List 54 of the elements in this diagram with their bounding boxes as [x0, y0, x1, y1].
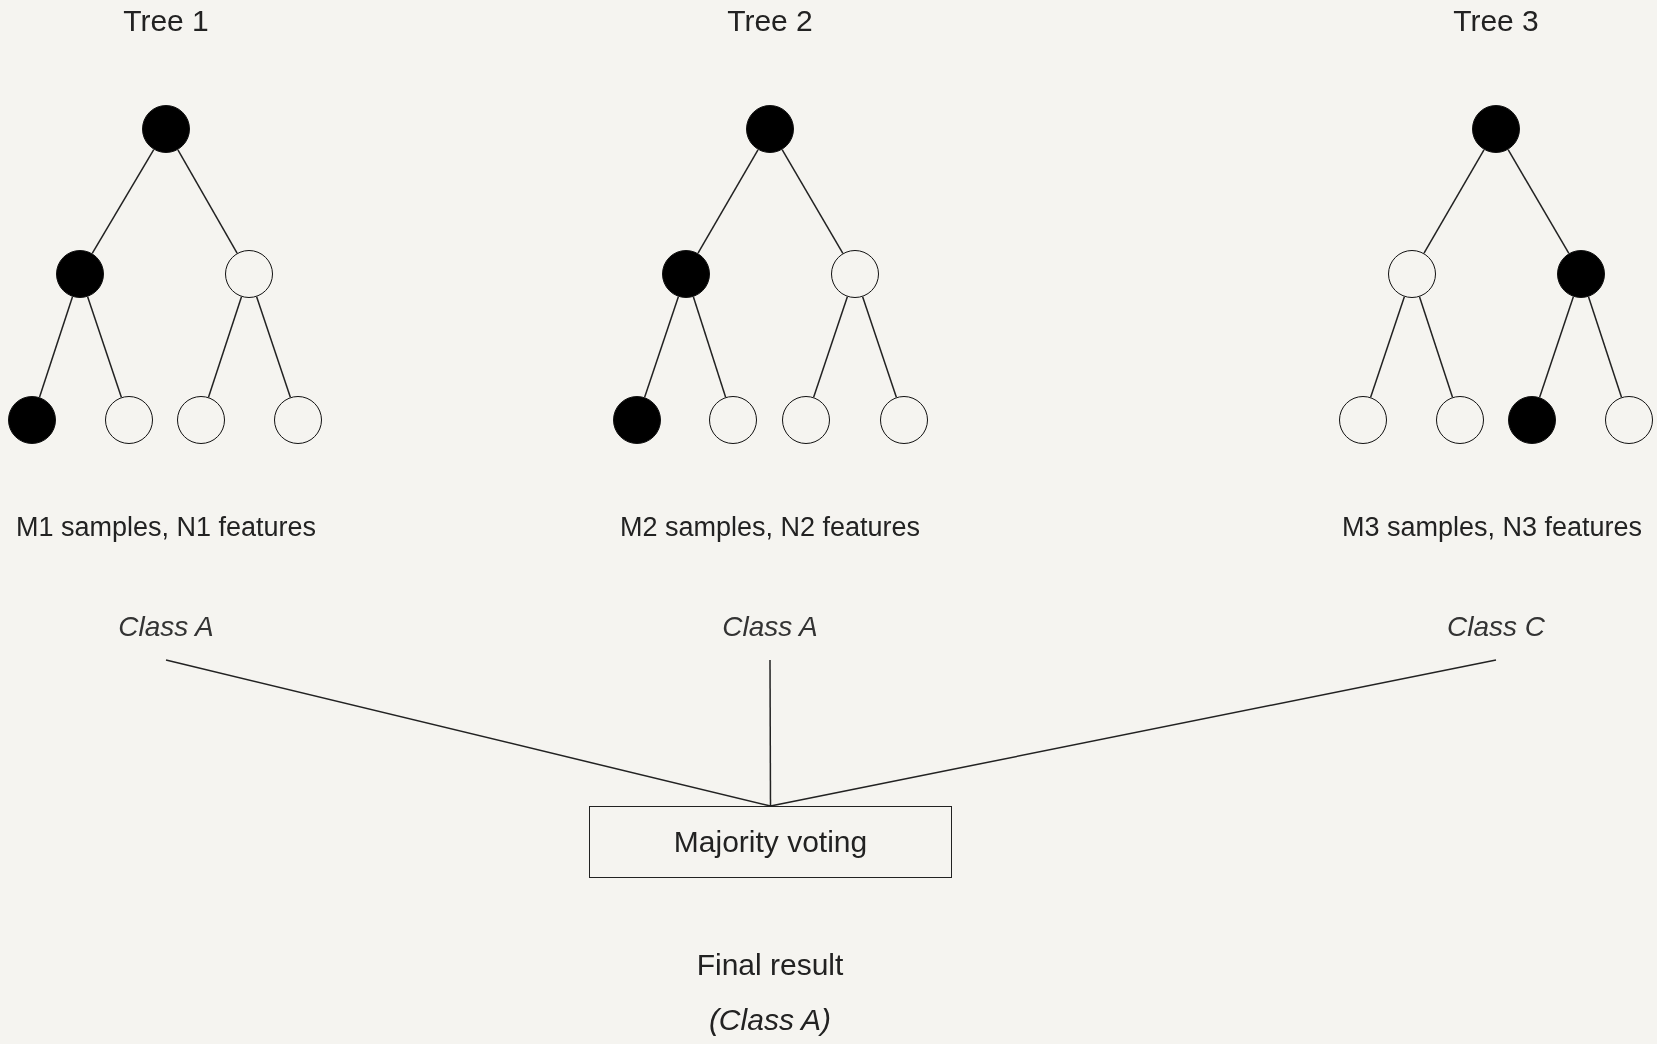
empty-tree-node	[782, 396, 830, 444]
tree-title: Tree 1	[123, 3, 209, 39]
connector-line	[781, 148, 844, 255]
connector-line	[861, 296, 898, 398]
connector-line	[207, 296, 243, 398]
empty-tree-node	[225, 250, 273, 298]
connector-line	[769, 659, 1497, 807]
connector-line	[38, 296, 74, 398]
connector-line	[91, 148, 155, 255]
connector-line	[769, 659, 772, 807]
filled-tree-node	[142, 105, 190, 153]
empty-tree-node	[1339, 396, 1387, 444]
sample-caption: M2 samples, N2 features	[619, 512, 921, 544]
tree-title: Tree 2	[727, 3, 813, 39]
empty-tree-node	[1436, 396, 1484, 444]
empty-tree-node	[1605, 396, 1653, 444]
empty-tree-node	[831, 250, 879, 298]
connector-line	[177, 149, 238, 254]
filled-tree-node	[1472, 105, 1520, 153]
connector-line	[812, 296, 849, 398]
result-text: Final result	[696, 947, 844, 983]
filled-tree-node	[8, 396, 56, 444]
empty-tree-node	[177, 396, 225, 444]
class-prediction: Class A	[118, 610, 214, 660]
connector-line	[697, 149, 759, 254]
empty-tree-node	[105, 396, 153, 444]
filled-tree-node	[613, 396, 661, 444]
connector-line	[1507, 148, 1570, 255]
filled-tree-node	[746, 105, 794, 153]
result-text: (Class A)	[708, 1002, 832, 1038]
connector-line	[1587, 296, 1623, 398]
connector-line	[692, 296, 727, 398]
empty-tree-node	[1388, 250, 1436, 298]
connector-line	[1423, 149, 1485, 254]
empty-tree-node	[880, 396, 928, 444]
filled-tree-node	[1557, 250, 1605, 298]
class-prediction: Class C	[1447, 610, 1545, 660]
connector-line	[643, 296, 680, 398]
sample-caption: M1 samples, N1 features	[15, 512, 317, 544]
empty-tree-node	[709, 396, 757, 444]
connector-line	[255, 296, 292, 398]
connector-line	[1538, 296, 1575, 398]
filled-tree-node	[1508, 396, 1556, 444]
sample-caption: M3 samples, N3 features	[1341, 512, 1643, 544]
tree-title: Tree 3	[1453, 3, 1539, 39]
connector-line	[1418, 296, 1454, 398]
connector-line	[165, 659, 772, 807]
process-box: Majority voting	[589, 806, 952, 878]
connector-line	[1369, 296, 1406, 398]
empty-tree-node	[274, 396, 322, 444]
filled-tree-node	[662, 250, 710, 298]
class-prediction: Class A	[722, 610, 818, 660]
connector-line	[86, 296, 123, 398]
filled-tree-node	[56, 250, 104, 298]
